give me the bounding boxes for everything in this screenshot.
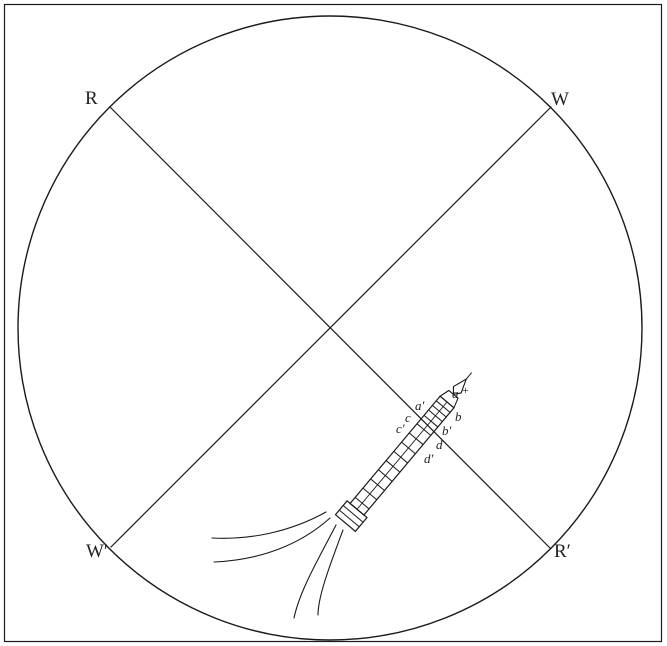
trailing-filaments [212, 512, 343, 618]
label-c: c [405, 410, 411, 425]
label-r-prime: R′ [554, 541, 571, 562]
head-point [466, 373, 471, 379]
body-midline [357, 402, 447, 509]
label-d-prime: d′ [424, 451, 434, 466]
label-a-prime: a′ [415, 398, 425, 413]
filament-2 [214, 518, 330, 562]
label-b: b [455, 409, 462, 424]
label-w-prime: W′ [86, 541, 108, 562]
collar-line-1 [343, 505, 363, 522]
label-r: R [85, 88, 98, 109]
label-plus: + [462, 383, 469, 397]
label-w: W [551, 89, 569, 110]
label-d: d [436, 437, 443, 452]
label-a: a [452, 386, 459, 401]
base-collar [335, 501, 366, 532]
label-b-prime: b′ [442, 423, 452, 438]
filament-4 [318, 530, 343, 615]
collar-line-2 [339, 510, 359, 527]
diameter-w-w-prime [111, 107, 551, 547]
segmented-body [335, 365, 481, 532]
label-c-prime: c′ [396, 421, 405, 436]
